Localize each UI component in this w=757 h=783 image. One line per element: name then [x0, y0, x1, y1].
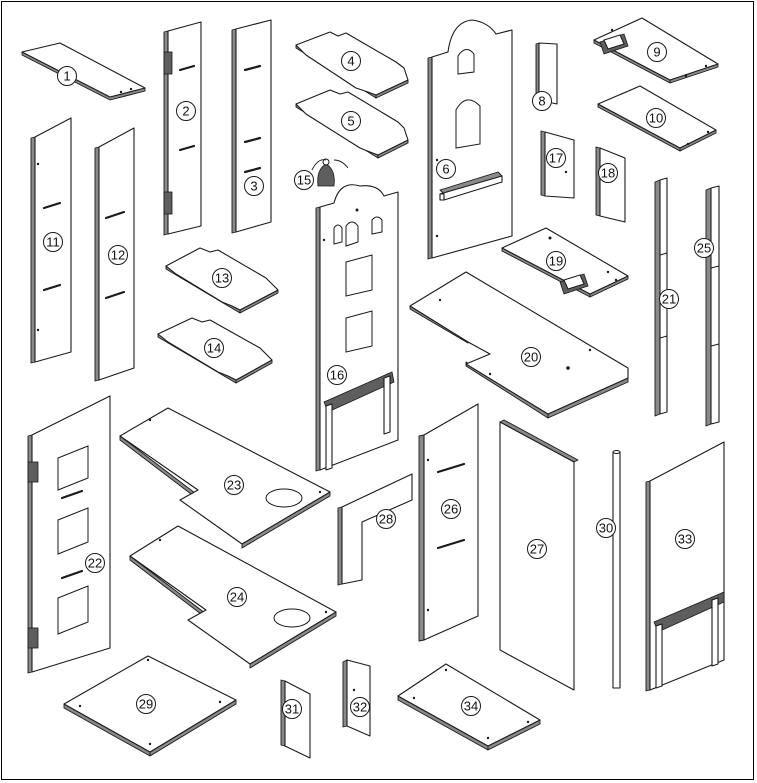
part-33	[645, 441, 725, 692]
callout-24: 24	[227, 587, 247, 607]
svg-text:9: 9	[653, 45, 660, 60]
svg-text:15: 15	[297, 173, 311, 188]
svg-text:27: 27	[530, 542, 544, 557]
callout-6: 6	[436, 159, 456, 179]
callout-22: 22	[85, 553, 105, 573]
svg-text:23: 23	[227, 478, 241, 493]
callout-34: 34	[461, 696, 481, 716]
svg-text:17: 17	[549, 151, 563, 166]
callout-30: 30	[596, 518, 616, 538]
part-8	[535, 42, 558, 105]
part-6	[427, 19, 513, 260]
callout-26: 26	[441, 499, 461, 519]
svg-text:25: 25	[697, 241, 711, 256]
callout-32: 32	[350, 697, 370, 717]
svg-text:3: 3	[250, 179, 257, 194]
svg-text:18: 18	[601, 166, 615, 181]
part-22	[27, 395, 111, 674]
callout-17: 17	[546, 148, 566, 168]
part-3	[231, 19, 272, 234]
svg-text:16: 16	[330, 368, 344, 383]
callout-28: 28	[376, 509, 396, 529]
svg-text:22: 22	[88, 556, 102, 571]
callout-14: 14	[204, 338, 224, 358]
part-25	[705, 185, 720, 427]
svg-text:10: 10	[649, 111, 663, 126]
svg-text:4: 4	[347, 54, 354, 69]
callout-25: 25	[694, 238, 714, 258]
callout-33: 33	[675, 529, 695, 549]
callout-1: 1	[57, 66, 77, 86]
callout-20: 20	[521, 347, 541, 367]
callout-31: 31	[282, 699, 302, 719]
part-28	[337, 473, 413, 586]
svg-text:19: 19	[549, 254, 563, 269]
callout-19: 19	[546, 251, 566, 271]
svg-text:32: 32	[353, 700, 367, 715]
svg-text:28: 28	[379, 512, 393, 527]
svg-text:1: 1	[63, 69, 70, 84]
part-30	[612, 450, 621, 689]
svg-text:8: 8	[538, 94, 545, 109]
part-18	[595, 146, 626, 223]
part-23	[119, 407, 331, 549]
callout-27: 27	[527, 539, 547, 559]
callout-13: 13	[212, 268, 232, 288]
callout-21: 21	[659, 289, 679, 309]
callout-8: 8	[532, 91, 552, 111]
callout-10: 10	[646, 108, 666, 128]
svg-text:26: 26	[444, 502, 458, 517]
svg-text:20: 20	[524, 350, 538, 365]
svg-text:34: 34	[464, 699, 478, 714]
callout-18: 18	[598, 163, 618, 183]
svg-text:5: 5	[347, 114, 354, 129]
svg-text:24: 24	[230, 590, 244, 605]
part-31	[280, 679, 311, 759]
part-15	[311, 158, 349, 187]
callout-4: 4	[341, 51, 361, 71]
part-20	[409, 271, 629, 419]
callout-11: 11	[43, 232, 63, 252]
callout-16: 16	[327, 365, 347, 385]
callout-29: 29	[136, 694, 156, 714]
svg-text:31: 31	[285, 702, 299, 717]
callout-23: 23	[224, 475, 244, 495]
callout-12: 12	[108, 245, 128, 265]
svg-text:33: 33	[678, 532, 692, 547]
svg-text:30: 30	[599, 521, 613, 536]
svg-text:12: 12	[111, 248, 125, 263]
callout-15: 15	[294, 170, 314, 190]
callout-9: 9	[647, 42, 667, 62]
svg-text:21: 21	[662, 292, 676, 307]
part-2	[163, 21, 202, 236]
svg-text:14: 14	[207, 341, 221, 356]
svg-text:6: 6	[442, 162, 449, 177]
callout-5: 5	[341, 111, 361, 131]
callout-2: 2	[176, 101, 196, 121]
svg-text:2: 2	[182, 104, 189, 119]
svg-text:13: 13	[215, 271, 229, 286]
part-26	[418, 403, 479, 642]
callout-3: 3	[244, 176, 264, 196]
part-1	[21, 42, 146, 101]
svg-text:11: 11	[46, 235, 60, 250]
svg-text:29: 29	[139, 697, 153, 712]
part-16	[315, 184, 399, 472]
